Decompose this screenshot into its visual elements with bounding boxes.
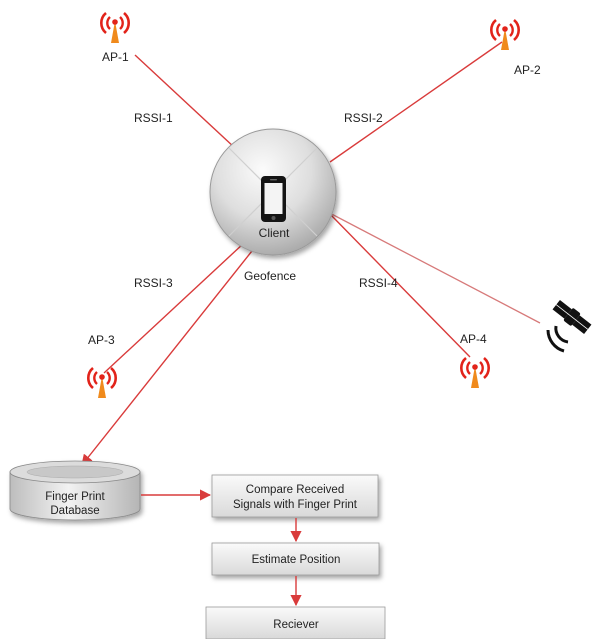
rssi-3-link [103, 229, 259, 374]
rssi-2-link [329, 41, 503, 163]
compare-box-line1: Compare Received [246, 484, 344, 496]
rssi-4-label: RSSI-4 [359, 276, 398, 290]
ap-4-label: AP-4 [460, 332, 487, 346]
smartphone-icon [261, 176, 286, 222]
database-label-line2: Database [50, 505, 99, 517]
database-cylinder-icon [9, 460, 141, 521]
antenna-tower-icon [490, 18, 520, 52]
receiver-box [205, 606, 386, 639]
rssi-1-label: RSSI-1 [134, 111, 173, 125]
estimate-position-box [211, 542, 380, 576]
antenna-tower-icon [100, 11, 130, 45]
rssi-4-link [329, 213, 471, 358]
compare-box-line2: Signals with Finger Print [233, 499, 358, 511]
client-label: Client [259, 226, 290, 240]
geofence-label: Geofence [244, 269, 296, 283]
database-label-line1: Finger Print [45, 491, 105, 503]
signal-wave-icon [554, 325, 569, 344]
ap-1-label: AP-1 [102, 50, 129, 64]
rssi-1-link [134, 54, 236, 149]
satellite-link [299, 197, 541, 324]
rssi-2-label: RSSI-2 [344, 111, 383, 125]
compare-signals-box [211, 474, 379, 518]
signal-wave-icon [546, 329, 565, 353]
ap-3-label: AP-3 [88, 333, 115, 347]
ap-2-label: AP-2 [514, 63, 541, 77]
rssi-3-label: RSSI-3 [134, 276, 173, 290]
estimate-box-label: Estimate Position [252, 554, 341, 566]
satellite-icon [552, 299, 592, 335]
antenna-tower-icon [460, 356, 490, 390]
client-to-database-arrow [81, 221, 276, 466]
antenna-tower-icon [87, 366, 117, 400]
receiver-box-label: Reciever [273, 619, 319, 631]
